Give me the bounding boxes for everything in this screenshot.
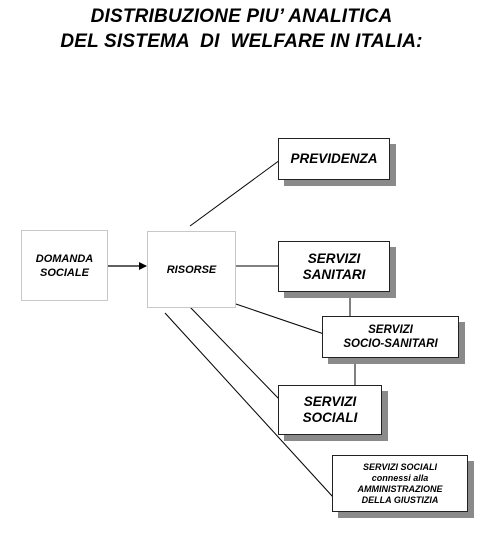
- domanda-sociale-box: DOMANDA SOCIALE: [21, 230, 108, 301]
- servizi-sanitari-line-1: SERVIZI: [307, 250, 361, 266]
- line-risorse-to-sociali: [189, 306, 280, 400]
- line-risorse-to-socio-sanitari: [229, 301, 325, 335]
- diagram-title: DISTRIBUZIONE PIU’ ANALITICA DEL SISTEMA…: [0, 4, 483, 54]
- line-risorse-to-giustizia: [164, 312, 334, 498]
- servizi-sanitari-line-2: SANITARI: [302, 266, 366, 282]
- servizi-sociali-line-1: SERVIZI: [303, 394, 357, 409]
- domanda-sociale-line-1: DOMANDA: [35, 252, 94, 265]
- servizi-socio-sanitari-box: SERVIZI SOCIO-SANITARI: [322, 316, 459, 358]
- servizi-sociali-box: SERVIZI SOCIALI: [278, 385, 382, 435]
- servizi-sociali-line-2: SOCIALI: [302, 410, 358, 425]
- giustizia-line-3: AMMINISTRAZIONE: [357, 483, 443, 494]
- servizi-socio-sanitari-line-2: SOCIO-SANITARI: [343, 338, 438, 350]
- servizi-sanitari-box: SERVIZI SANITARI: [278, 241, 390, 292]
- giustizia-line-4: DELLA GIUSTIZIA: [361, 494, 439, 505]
- title-line-1: DISTRIBUZIONE PIU’ ANALITICA: [90, 6, 393, 27]
- servizi-socio-sanitari-line-1: SERVIZI: [368, 324, 413, 336]
- title-line-2: DEL SISTEMA DI WELFARE IN ITALIA:: [60, 31, 423, 52]
- risorse-label: RISORSE: [166, 263, 217, 276]
- previdenza-box: PREVIDENZA: [278, 138, 390, 180]
- domanda-sociale-line-2: SOCIALE: [40, 266, 89, 279]
- risorse-box: RISORSE: [147, 231, 236, 308]
- giustizia-line-1: SERVIZI SOCIALI: [362, 461, 437, 472]
- giustizia-line-2: connessi alla: [371, 472, 429, 483]
- previdenza-label: PREVIDENZA: [290, 151, 378, 166]
- line-risorse-to-previdenza: [189, 159, 281, 227]
- servizi-sociali-giustizia-box: SERVIZI SOCIALI connessi alla AMMINISTRA…: [332, 455, 468, 512]
